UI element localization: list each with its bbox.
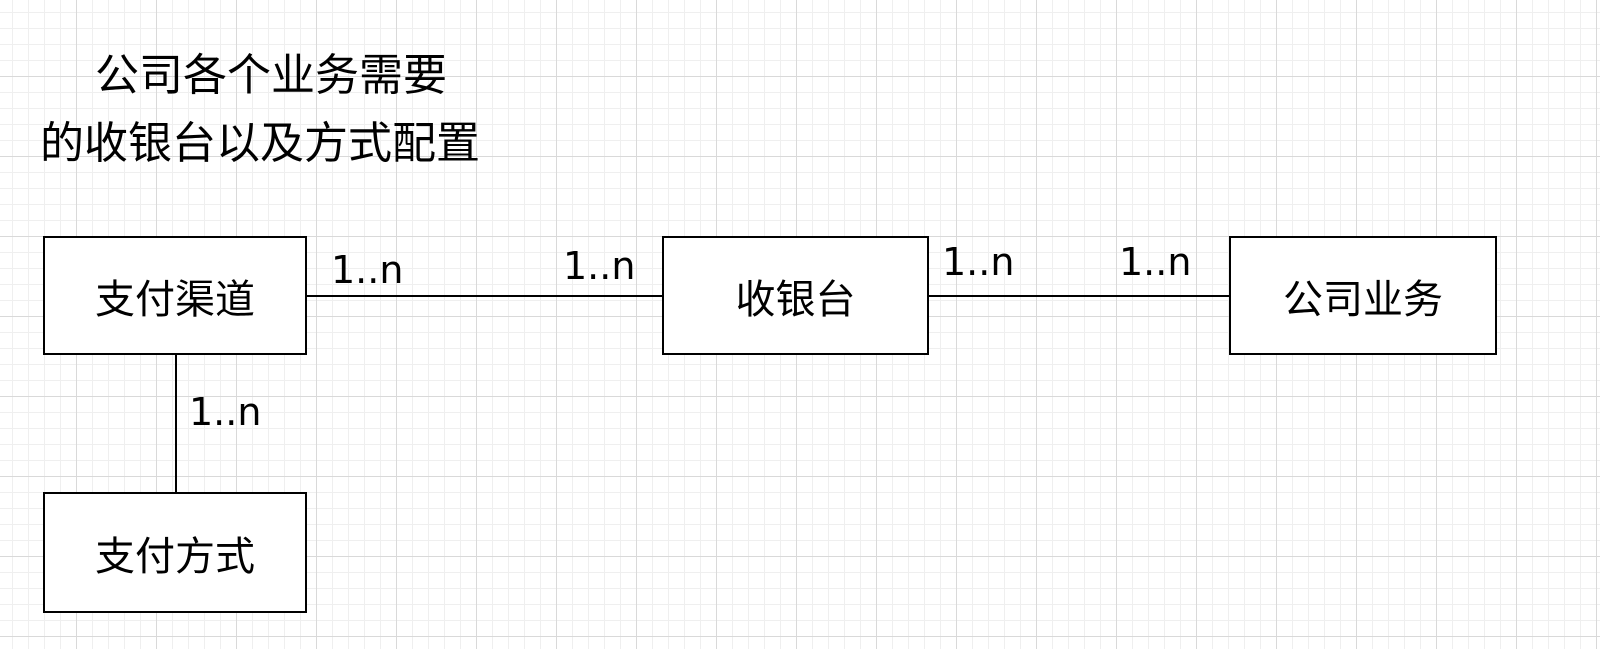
node-payment-channel-label: 支付渠道 — [95, 276, 255, 323]
edge-channel-cashier-target-multiplicity: 1..n — [563, 244, 636, 288]
node-cashier-label: 收银台 — [735, 276, 856, 323]
edge-cashier-business-target-multiplicity: 1..n — [1119, 240, 1192, 284]
edge-cashier-business-source-multiplicity: 1..n — [942, 240, 1015, 284]
node-payment-method-label: 支付方式 — [95, 533, 255, 580]
edge-cashier-business[interactable] — [928, 295, 1230, 297]
node-company-business-label: 公司业务 — [1283, 276, 1443, 323]
node-company-business[interactable]: 公司业务 — [1229, 236, 1497, 355]
node-payment-channel[interactable]: 支付渠道 — [43, 236, 307, 355]
edge-channel-cashier[interactable] — [306, 295, 663, 297]
edge-channel-cashier-source-multiplicity: 1..n — [331, 248, 404, 292]
diagram-title-line-2: 的收银台以及方式配置 — [40, 118, 480, 169]
diagram-title: 公司各个业务需要 的收银台以及方式配置 — [40, 42, 580, 178]
edge-channel-method[interactable] — [175, 354, 177, 493]
node-cashier[interactable]: 收银台 — [662, 236, 929, 355]
node-payment-method[interactable]: 支付方式 — [43, 492, 307, 613]
diagram-title-line-1: 公司各个业务需要 — [95, 50, 447, 101]
edge-channel-method-target-multiplicity: 1..n — [189, 390, 262, 434]
